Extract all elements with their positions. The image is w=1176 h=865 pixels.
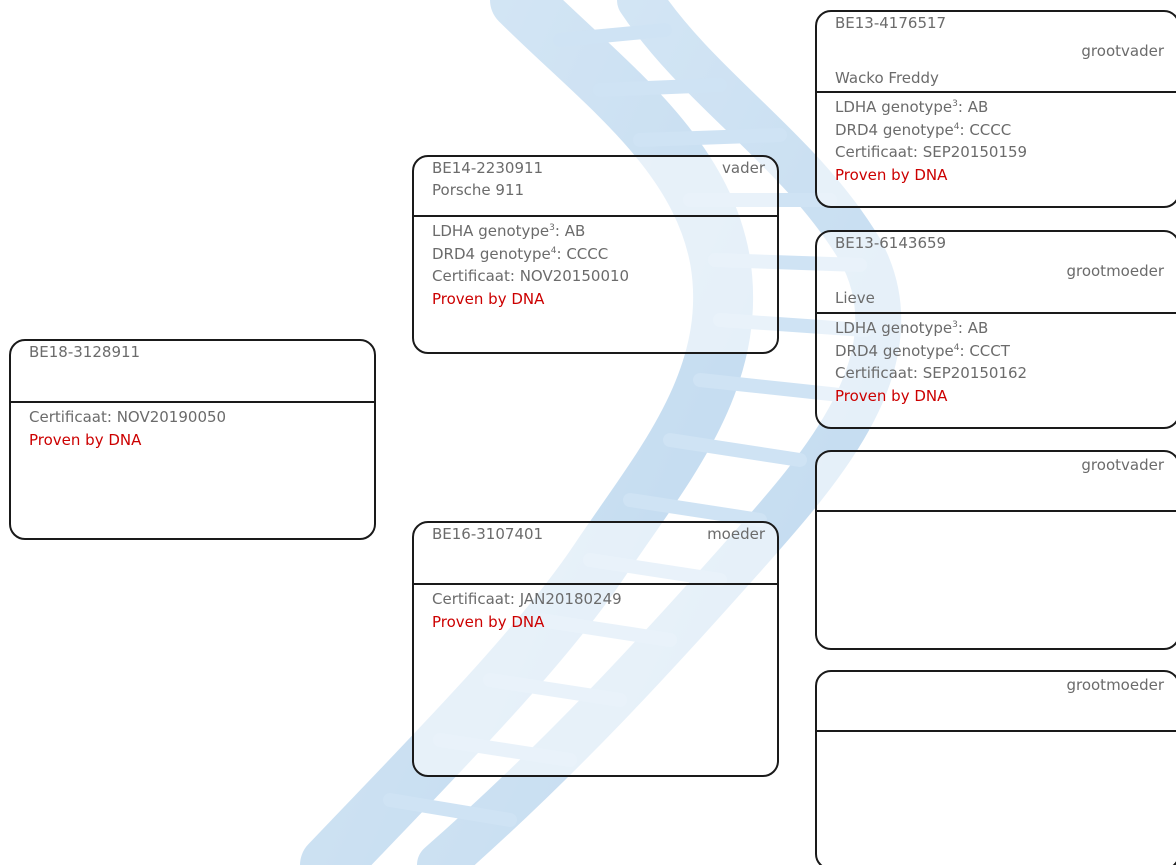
maternal-grandfather-card-body: [817, 512, 1176, 515]
drd4-genotype: DRD4 genotype4: CCCT: [835, 341, 1010, 360]
father-card-body: LDHA genotype3: AB DRD4 genotype4: CCCC …: [414, 217, 777, 310]
subject-card-body: Certificaat: NOV20190050 Proven by DNA: [11, 403, 374, 451]
maternal-grandfather-card-header: grootvader: [817, 452, 1176, 512]
certificate: Certificaat: SEP20150159: [835, 143, 1028, 161]
drd4-genotype: DRD4 genotype4: CCCC: [835, 120, 1012, 139]
ring-number: BE13-6143659: [835, 234, 947, 252]
ring-number: BE14-2230911: [432, 159, 544, 177]
proven-by-dna: Proven by DNA: [432, 612, 545, 631]
role-label: moeder: [707, 525, 765, 543]
proven-by-dna: Proven by DNA: [835, 386, 948, 405]
ldha-genotype: LDHA genotype3: AB: [432, 222, 586, 240]
paternal-grandfather-card-header: BE13-4176517 grootvader Wacko Freddy: [817, 12, 1176, 93]
mother-card-header: BE16-3107401 moeder: [414, 523, 777, 585]
certificate: Certificaat: JAN20180249: [432, 590, 622, 608]
role-label: grootmoeder: [1066, 676, 1164, 694]
certificate: Certificaat: NOV20190050: [29, 408, 227, 426]
proven-by-dna: Proven by DNA: [29, 430, 142, 449]
paternal-grandmother-card-header: BE13-6143659 grootmoeder Lieve: [817, 232, 1176, 314]
role-label: grootvader: [1081, 42, 1164, 60]
subject-card-header: BE18-3128911: [11, 341, 374, 403]
proven-by-dna: Proven by DNA: [835, 165, 948, 184]
mother-card-body: Certificaat: JAN20180249 Proven by DNA: [414, 585, 777, 633]
father-card-header: BE14-2230911 vader Porsche 911: [414, 157, 777, 217]
paternal-grandmother-card[interactable]: BE13-6143659 grootmoeder Lieve LDHA geno…: [815, 230, 1176, 429]
ldha-genotype: LDHA genotype3: AB: [835, 98, 989, 116]
maternal-grandfather-card[interactable]: grootvader: [815, 450, 1176, 650]
maternal-grandmother-card-header: grootmoeder: [817, 672, 1176, 732]
subject-card[interactable]: BE18-3128911 Certificaat: NOV20190050 Pr…: [9, 339, 376, 540]
proven-by-dna: Proven by DNA: [432, 289, 545, 308]
mother-card[interactable]: BE16-3107401 moeder Certificaat: JAN2018…: [412, 521, 779, 777]
paternal-grandfather-card-body: LDHA genotype3: AB DRD4 genotype4: CCCC …: [817, 93, 1176, 186]
role-label: grootmoeder: [1066, 262, 1164, 280]
maternal-grandmother-card-body: [817, 732, 1176, 735]
maternal-grandmother-card[interactable]: grootmoeder: [815, 670, 1176, 865]
drd4-genotype: DRD4 genotype4: CCCC: [432, 244, 609, 263]
paternal-grandfather-card[interactable]: BE13-4176517 grootvader Wacko Freddy LDH…: [815, 10, 1176, 208]
bird-name: Porsche 911: [432, 181, 525, 199]
ring-number: BE16-3107401: [432, 525, 544, 543]
ring-number: BE13-4176517: [835, 14, 947, 32]
certificate: Certificaat: SEP20150162: [835, 364, 1028, 382]
bird-name: Wacko Freddy: [835, 69, 939, 87]
ring-number: BE18-3128911: [29, 343, 141, 361]
paternal-grandmother-card-body: LDHA genotype3: AB DRD4 genotype4: CCCT …: [817, 314, 1176, 407]
role-label: grootvader: [1081, 456, 1164, 474]
ldha-genotype: LDHA genotype3: AB: [835, 319, 989, 337]
certificate: Certificaat: NOV20150010: [432, 267, 630, 285]
bird-name: Lieve: [835, 289, 875, 307]
father-card[interactable]: BE14-2230911 vader Porsche 911 LDHA geno…: [412, 155, 779, 354]
role-label: vader: [722, 159, 765, 177]
